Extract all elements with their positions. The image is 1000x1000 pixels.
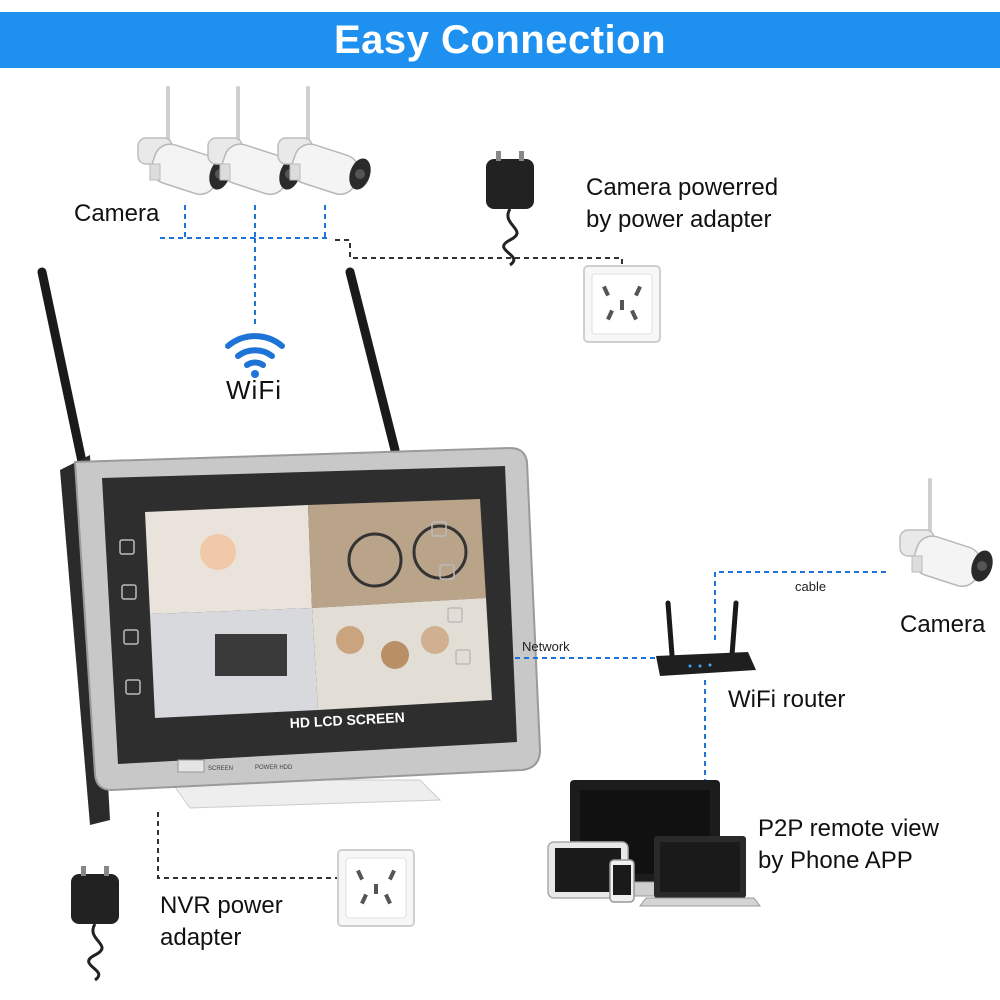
router-label: WiFi router: [728, 686, 846, 713]
p2p-line2: by Phone APP: [758, 847, 913, 875]
nvr-power-line: [157, 812, 338, 879]
header-banner: Easy Connection: [0, 12, 1000, 68]
network-label: Network: [522, 639, 570, 654]
nvr-monitor-icon: [37, 267, 542, 825]
nvr-power-line1: NVR power: [160, 892, 283, 919]
screen-button-label: SCREEN: [208, 766, 233, 772]
p2p-label: P2P remote view by Phone APP: [758, 813, 939, 878]
cable-label: cable: [795, 579, 827, 594]
camera-wifi-links: [160, 205, 330, 325]
camera-power-line2: by power adapter: [586, 206, 772, 234]
camera-power-line1: Camera powerred: [586, 174, 779, 201]
power-adapter-icon: [484, 149, 536, 267]
wifi-label: WiFi: [226, 375, 282, 405]
screen-label: HD LCD SCREEN: [289, 709, 405, 731]
nvr-power-line2: adapter: [160, 924, 242, 952]
page-title: Easy Connection: [333, 18, 666, 62]
laptop-icon: [639, 836, 761, 907]
screen-led-label: POWER HDD: [255, 765, 293, 771]
wall-socket-icon: [337, 849, 415, 927]
camera-power-line: [335, 239, 623, 268]
camera-power-label: Camera powerred by power adapter: [586, 172, 778, 237]
wall-socket-icon: [583, 265, 661, 343]
wifi-router-icon: [656, 600, 756, 676]
phone-icon: [609, 859, 635, 903]
camera-group-label: Camera: [74, 200, 160, 227]
power-adapter-icon: [69, 864, 121, 982]
wifi-icon: [225, 333, 285, 378]
network-link: [515, 571, 888, 780]
p2p-line1: P2P remote view: [758, 815, 939, 842]
nvr-power-label: NVR power adapter: [160, 890, 283, 955]
bullet-camera-icon: [898, 478, 999, 593]
camera-single-label: Camera: [900, 611, 986, 638]
